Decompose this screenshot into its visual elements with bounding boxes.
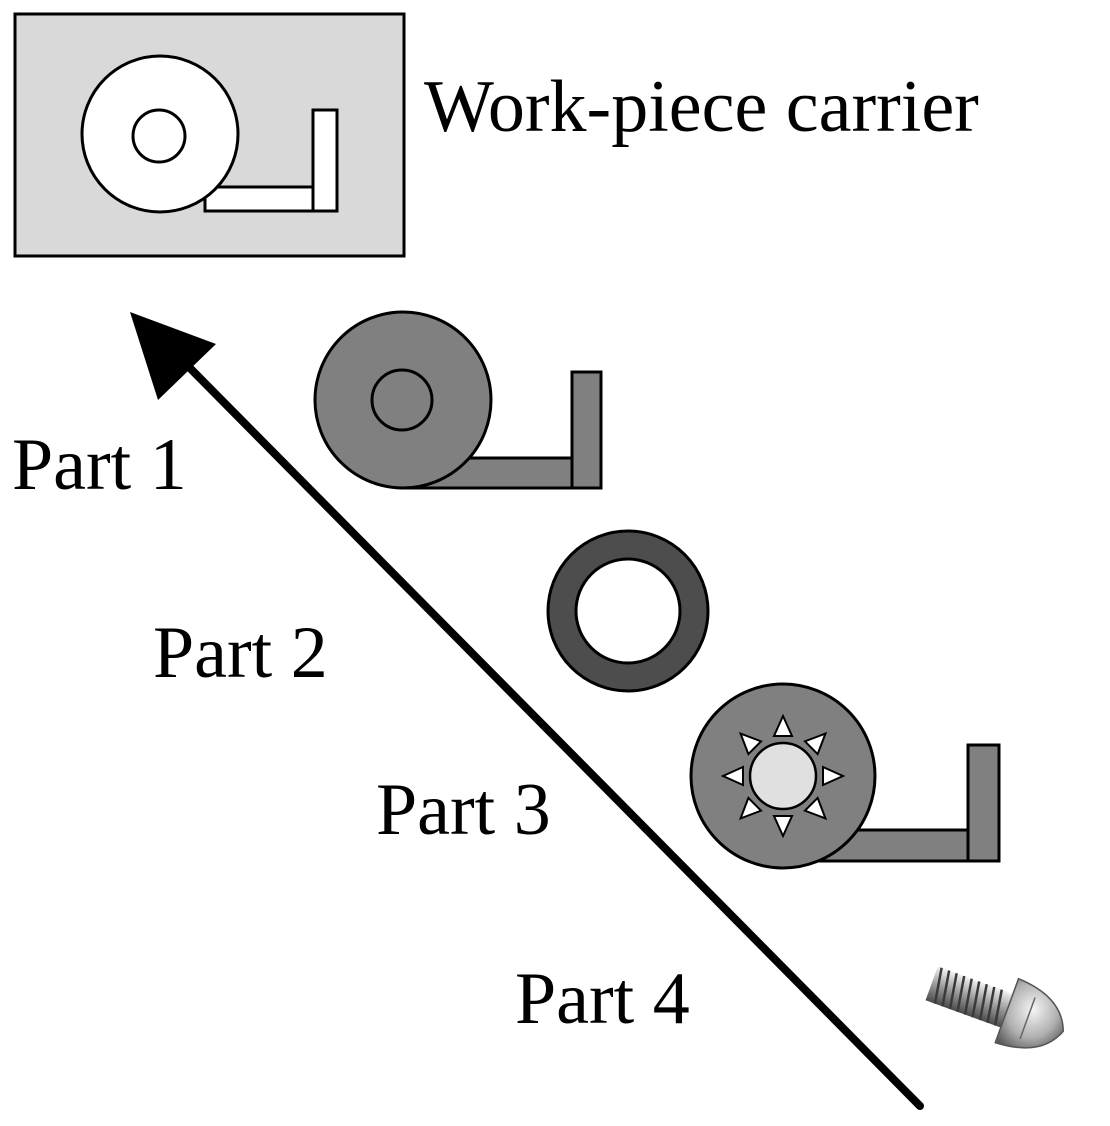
part2-label: Part 2 [153,612,328,694]
part1-label: Part 1 [12,424,187,506]
part3-label: Part 3 [376,769,551,851]
part3-gear-teeth [720,713,846,839]
work-piece-carrier-label: Work-piece carrier [424,66,979,148]
work-piece-carrier [13,12,406,258]
part1-shape [313,310,603,490]
part2-ring [546,529,710,693]
part4-label: Part 4 [515,958,690,1040]
part3-shape [689,682,1001,870]
part4-screw-icon [925,966,1065,1049]
assembly-direction-arrow-icon [130,312,924,1110]
carrier-part-icon [80,54,339,214]
